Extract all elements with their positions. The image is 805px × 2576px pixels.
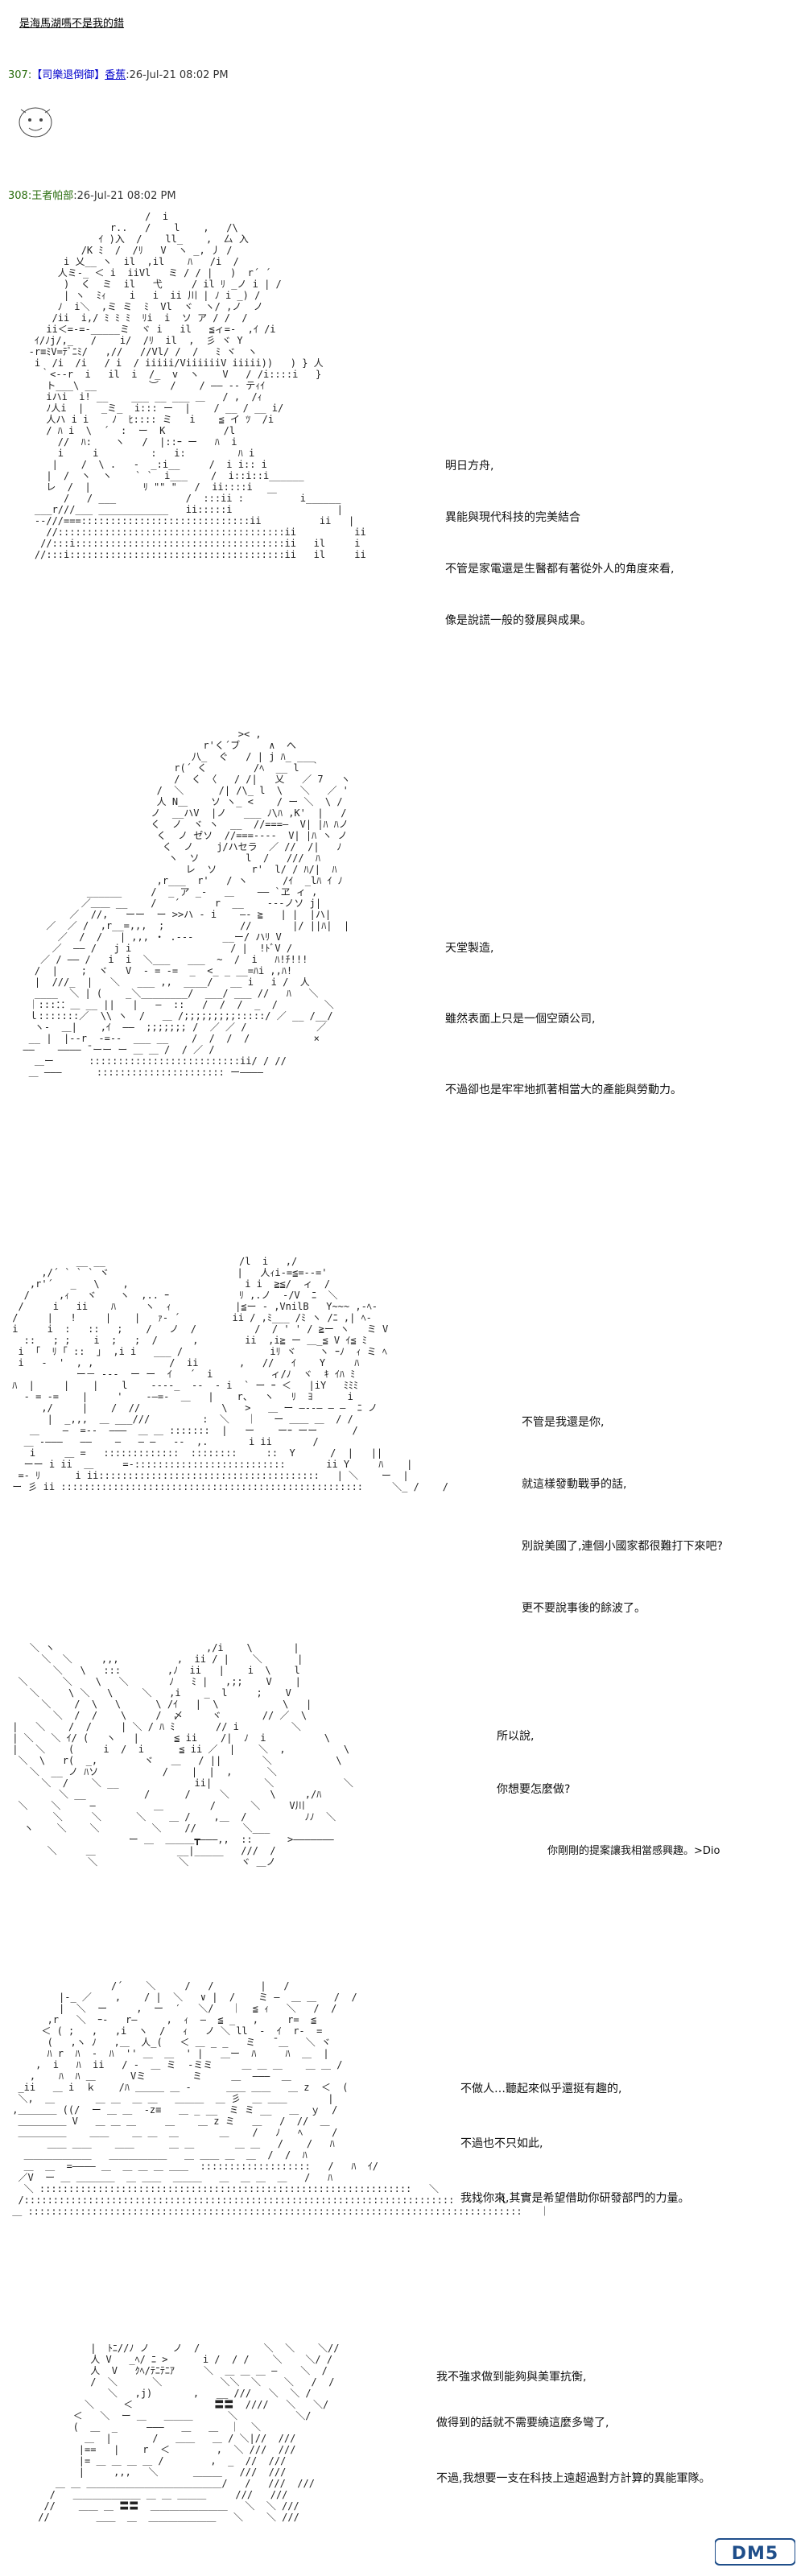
dialog-line: 就這樣發動戰爭的話, bbox=[522, 1478, 627, 1491]
post-date: :26-Jul-21 08:02 PM bbox=[73, 190, 176, 202]
smiley-emoticon-icon bbox=[19, 107, 52, 138]
dialog-line: 天堂製造, bbox=[445, 942, 494, 955]
dialog-line: 你想要怎麼做? bbox=[497, 1783, 571, 1796]
dm5-watermark-logo: DM5 bbox=[714, 2537, 796, 2566]
dialog-line: 不管是家電還是生醫都有著從外人的角度來看, bbox=[445, 563, 675, 576]
post-header-308: 308:王者帕部:26-Jul-21 08:02 PM bbox=[8, 187, 176, 202]
post-date: :26-Jul-21 08:02 PM bbox=[126, 69, 229, 81]
dialog-line: 異能與現代科技的完美結合 bbox=[445, 511, 580, 524]
post-number: 308: bbox=[8, 190, 32, 202]
dialog-line: 我不強求做到能夠與美軍抗衡, bbox=[436, 2371, 587, 2384]
dm5-logo-text: DM5 bbox=[732, 2544, 778, 2564]
dialog-line: 像是說謊一般的發展與成果。 bbox=[445, 614, 592, 627]
dialog-line: 不做人…聽起來似乎還挺有趣的, bbox=[460, 2083, 622, 2095]
post-author[interactable]: 【司樂退倒御】 bbox=[31, 69, 105, 81]
dialog-line: 所以說, bbox=[497, 1730, 535, 1743]
dm5-logo-icon: DM5 bbox=[714, 2538, 796, 2566]
dialog-line: 明日方舟, bbox=[445, 460, 494, 473]
ascii-art-panel: __ __ /l i ,/ ,/´ ` ` ` ヾ | 人ｨi-=≦=-‐=' … bbox=[12, 1256, 448, 1492]
thread-title[interactable]: 是海馬湖嗎不是我的錯 bbox=[19, 18, 125, 30]
dialog-line: 不過卻也是牢牢地抓著相當大的產能與勞動力。 bbox=[445, 1084, 682, 1096]
ascii-art-panel: ＼ ヽ ,/i \ | ＼ ＼ ,,, , ii / | ＼ | ＼ \ :::… bbox=[12, 1642, 353, 1868]
ascii-art-panel: >< , r'く´ブ ∧ へ 八_ ぐ / | j ﾊ_ ___ r(´ く /… bbox=[23, 729, 351, 1078]
ascii-art-panel: /´ ＼ / / | / |-_ ／ , / | ＼ ∨ | / ミ ― ＿ ＿… bbox=[12, 1980, 550, 2217]
dialog-line: 不過也不只如此, bbox=[460, 2137, 543, 2150]
dialog-line: 不管是我還是你, bbox=[522, 1416, 605, 1429]
post-header-307: 307:【司樂退倒御】香蕉:26-Jul-21 08:02 PM bbox=[8, 66, 229, 81]
speaker-credit: 你剛剛的提案讓我相當感興趣。>Dio bbox=[547, 1845, 720, 1857]
post-number: 307: bbox=[8, 69, 32, 81]
post-author[interactable]: 王者帕部 bbox=[31, 190, 74, 202]
ascii-art-panel: | ﾄﾆ//ﾉ ノ ノ / ＼ ＼ ＼// 人 V _ﾍ/ ﾆ > i / / … bbox=[38, 2343, 340, 2523]
dialog-line: 更不要說事後的餘波了。 bbox=[522, 1602, 646, 1615]
ascii-art-panel: / i r.. / l , /\ ｲ )入 / ll_ , 厶 入 /K ﾐ /… bbox=[28, 211, 366, 560]
dialog-line: 不過,我想要一支在科技上遠超過對方計算的異能軍隊。 bbox=[436, 2472, 711, 2485]
dialog-line: 做得到的話就不需要繞這麼多彎了, bbox=[436, 2417, 609, 2429]
dialog-line: 雖然表面上只是一個空頭公司, bbox=[445, 1013, 596, 1026]
dialog-line: 我找你來,其實是希望借助你研發部門的力量。 bbox=[460, 2192, 690, 2205]
post-author-link[interactable]: 香蕉 bbox=[105, 69, 126, 81]
dialog-line: 別說美國了,連個小國家都很難打下來吧? bbox=[522, 1540, 723, 1553]
